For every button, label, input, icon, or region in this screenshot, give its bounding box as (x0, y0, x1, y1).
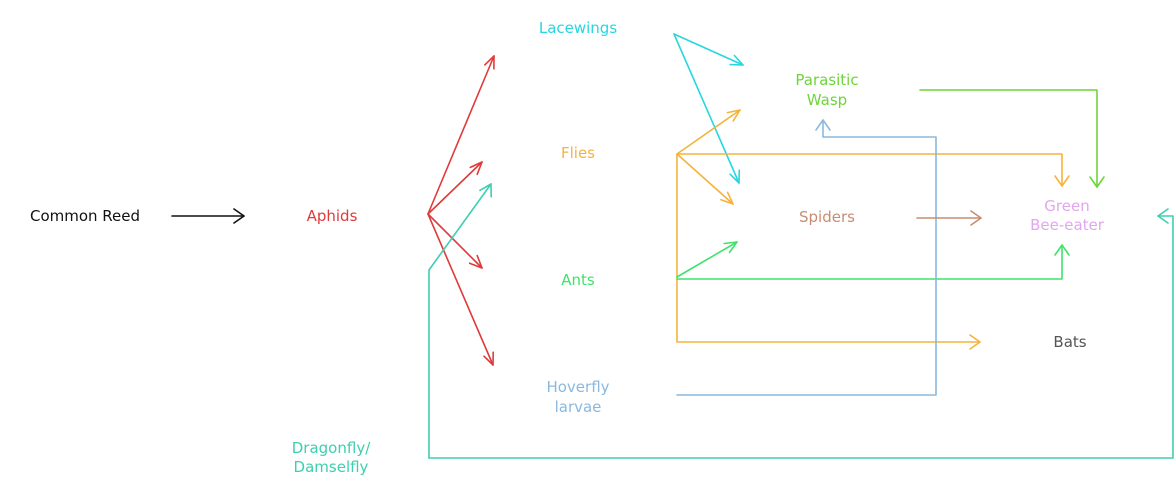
arrow-dragonfly-to-green-bee-eater (428, 208, 1174, 459)
arrow-hoverfly-to-parasitic-wasp (676, 119, 937, 396)
arrow-lacewings-to-parasitic-wasp (673, 33, 744, 66)
node-lacewings: Lacewings (539, 19, 617, 37)
node-flies: Flies (561, 144, 595, 162)
food-web-nodes: Common Reed Aphids Lacewings Parasitic W… (30, 19, 1105, 476)
arrow-ants-to-spiders (676, 241, 738, 278)
node-dragonfly-line1: Dragonfly/ (292, 439, 371, 457)
arrow-reed-to-aphids (171, 208, 245, 224)
arrow-parasitic-wasp-to-green-bee-eater (919, 89, 1105, 188)
arrow-ants-to-green-bee-eater (676, 244, 1070, 280)
node-parasitic-wasp-line2: Wasp (807, 91, 847, 109)
node-dragonfly-line2: Damselfly (294, 458, 369, 476)
food-web-links (171, 33, 1174, 459)
node-aphids: Aphids (307, 207, 358, 225)
node-hoverfly-larvae-line1: Hoverfly (546, 378, 609, 396)
node-ants: Ants (561, 271, 595, 289)
node-bats: Bats (1053, 333, 1086, 351)
arrow-aphids-to-hoverfly (427, 213, 494, 366)
arrow-spiders-to-green-bee-eater (916, 210, 982, 226)
node-dragonfly-damselfly: Dragonfly/ Damselfly (292, 439, 371, 476)
arrow-aphids-to-lacewings (427, 55, 495, 215)
arrow-lacewings-to-spiders (673, 33, 741, 184)
node-spiders: Spiders (799, 208, 855, 226)
node-parasitic-wasp-line1: Parasitic (795, 71, 858, 89)
node-parasitic-wasp: Parasitic Wasp (795, 71, 858, 109)
arrow-flies-to-parasitic-wasp (676, 109, 741, 155)
node-hoverfly-larvae-line2: larvae (555, 398, 602, 416)
arrow-flies-to-spiders (676, 153, 734, 205)
arrow-flies-to-bats (676, 153, 981, 350)
node-hoverfly-larvae: Hoverfly larvae (546, 378, 609, 416)
arrow-flies-to-green-bee-eater (676, 153, 1070, 187)
node-green-bee-eater: Green Bee-eater (1030, 197, 1105, 234)
node-green-bee-eater-line1: Green (1044, 197, 1089, 215)
arrow-aphids-to-ants (427, 213, 483, 269)
node-common-reed: Common Reed (30, 207, 140, 225)
arrow-dragonfly-to-flies (428, 183, 492, 459)
arrow-aphids-to-flies (427, 161, 483, 215)
node-green-bee-eater-line2: Bee-eater (1030, 216, 1105, 234)
